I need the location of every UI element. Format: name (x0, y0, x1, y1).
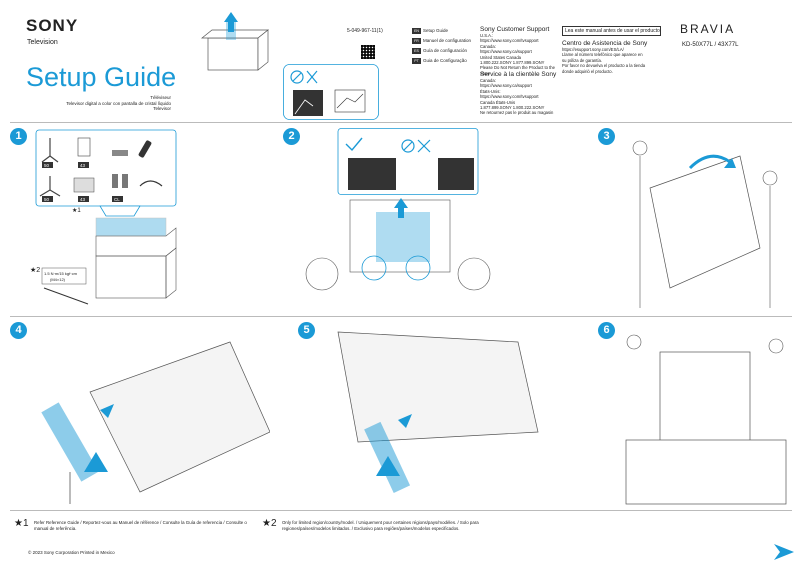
model-number: KD-50X77L / 43X77L (682, 42, 739, 48)
star2-mark: ★2 (30, 266, 40, 274)
part-tag: 43 (80, 197, 86, 202)
support-line: su póliza de garantía. (562, 57, 603, 63)
support-line: Please Do Not Return the Product to the … (480, 65, 555, 76)
read-notice: Lea este manual antes de usar el product… (562, 26, 661, 36)
step-number-1: 1 (10, 128, 27, 145)
support-link[interactable]: https://www.sony.ca/support (480, 49, 532, 55)
step-number-4: 4 (10, 322, 27, 339)
support-heading-es: Centro de Asistencia de Sony (562, 40, 648, 47)
lang-tab-en: EN (412, 28, 421, 34)
part-tag: 43 (80, 163, 86, 168)
footnote-mark-1: ★1 (14, 518, 29, 529)
lang-label-pt: Guia de Configuração (423, 58, 467, 63)
support-line: Canada: (480, 78, 496, 83)
step-number-2: 2 (283, 128, 300, 145)
support-line: U.S.A.: (480, 33, 494, 38)
copyright: © 2023 Sony Corporation Printed in Mexic… (28, 550, 115, 555)
part-tag: CL (114, 197, 120, 202)
step-number-6: 6 (598, 322, 615, 339)
support-line: donde adquirió el producto. (562, 68, 613, 74)
step-number-3: 3 (598, 128, 615, 145)
lang-tab-pt: PT (412, 58, 421, 64)
qr-code-icon (361, 45, 375, 59)
next-page-arrow-icon (774, 544, 794, 560)
support-link[interactable]: https://www.sony.com/tvsupport (480, 94, 539, 100)
step6-illustration (625, 334, 787, 505)
subtitle-line: Téléviseur (150, 95, 171, 100)
step4-illustration (41, 341, 270, 504)
lang-label-en: Setup Guide (423, 28, 449, 33)
lang-tab-es: ES (412, 48, 421, 54)
subtitle-line: Televisor digital a color con pantalla d… (66, 100, 171, 106)
doc-number: 5-049-967-11(1) (347, 28, 383, 34)
lang-label-es: Guía de configuración (423, 48, 468, 53)
support-link[interactable]: https://www.sony.com/tvsupport (480, 38, 539, 44)
support-heading: Sony Customer Support (480, 26, 550, 33)
screw-size: (M4×12) (50, 277, 66, 282)
support-link[interactable]: https://www.sony.ca/support (480, 83, 532, 89)
subtitle-line: Televisor (153, 106, 171, 111)
star1-mark: ★1 (72, 207, 81, 214)
screw-label: 1.5 N·m/15 kgf·cm (44, 271, 78, 276)
footnote-text-2: Only for limited region/country/model. /… (282, 520, 479, 531)
step5-illustration (337, 331, 539, 493)
support-line: Canada: (480, 43, 496, 49)
support-line: Llame al número telefónico que aparece e… (562, 52, 643, 58)
support-line: United States Canada (480, 54, 521, 60)
bravia-logo: BRAVIA (680, 22, 736, 36)
step-number-5: 5 (298, 322, 315, 339)
product-line: Television (27, 39, 58, 46)
sony-logo: SONY (26, 16, 79, 35)
support-heading-fr: Service à la clientèle Sony (480, 71, 557, 78)
support-block-en: Sony Customer Support U.S.A.: https://ww… (480, 26, 560, 76)
support-block-es: Centro de Asistencia de Sony https://esu… (562, 40, 662, 74)
support-line: 1.877.899.SONY 1.800.222.SONY (480, 105, 545, 111)
step1-illustration: 50 43 50 43 CL ★1 ★2 1.5 N·m/15 kgf·cm (… (30, 129, 177, 305)
lang-tab-fr: FR (412, 38, 421, 44)
lang-label-fr: Manuel de configuration (423, 38, 472, 43)
support-line: États-Unis: (480, 88, 501, 94)
support-block-fr: Service à la clientèle Sony Canada: http… (480, 71, 560, 116)
caution-illustration (283, 64, 379, 120)
subtitle: Téléviseur Televisor digital a color con… (41, 95, 171, 112)
step3-illustration (632, 140, 778, 308)
footnote-text-1: Refer Reference Guide / Reportez-vous au… (34, 520, 247, 531)
step2-illustration (305, 128, 491, 291)
box-open-illustration (201, 12, 269, 71)
support-line: Ne retournez pas le produit au magasin (480, 110, 554, 116)
footnote-mark-2: ★2 (262, 518, 277, 529)
divider (10, 122, 792, 123)
page-title: Setup Guide (26, 62, 177, 92)
support-line: Canada États-Unis (480, 99, 516, 105)
part-tag: 50 (44, 197, 50, 202)
support-line: 1.800.222.SONY 1.877.899.SONY (480, 60, 545, 66)
divider (10, 510, 792, 511)
support-link[interactable]: https://esupport.sony.com/ES/LA/ (562, 47, 624, 52)
support-line: Por favor no devuelva el producto a la t… (562, 63, 646, 69)
divider (10, 316, 792, 317)
part-tag: 50 (44, 163, 50, 168)
